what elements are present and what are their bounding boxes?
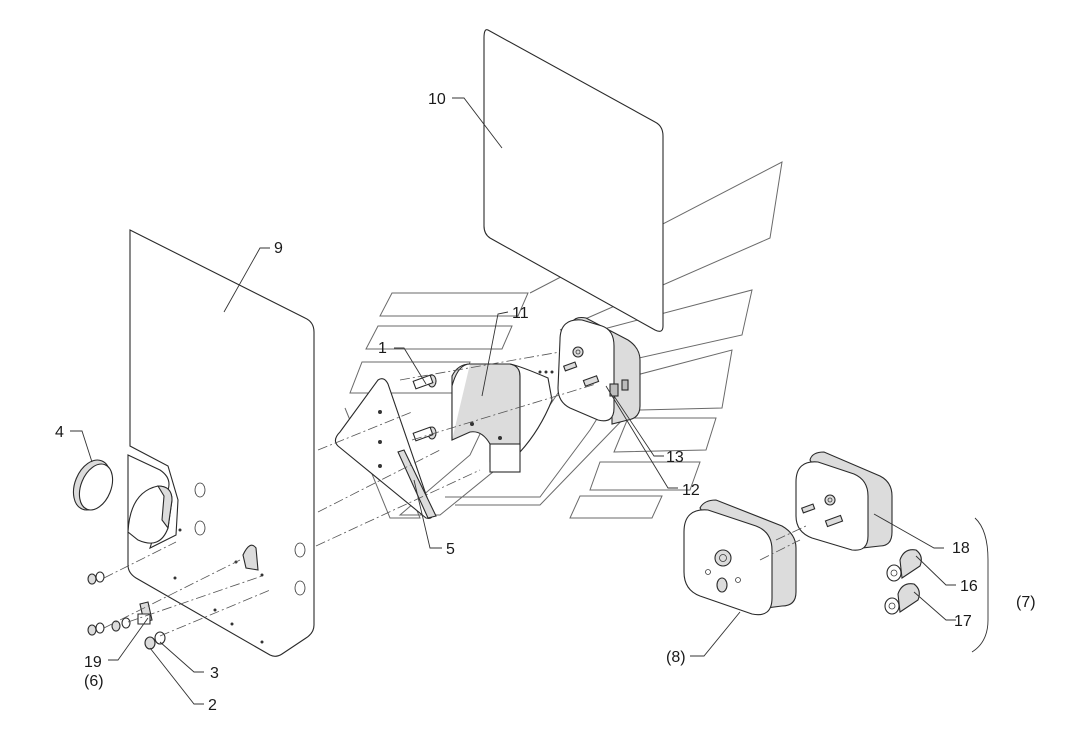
part-9-side-panel [127, 229, 315, 657]
part-11-mounting-bracket [451, 363, 553, 473]
part-1-bolts [412, 374, 437, 442]
callout-10: 10 [428, 91, 446, 108]
part-17-bulb [884, 583, 920, 615]
frame-outline [344, 161, 783, 519]
callout-16: 16 [960, 578, 978, 595]
callout-11: 11 [512, 305, 529, 322]
callout-17: 17 [954, 613, 972, 630]
callout-3: 3 [210, 665, 219, 682]
callout-2: 2 [208, 697, 217, 714]
callout-12: 12 [682, 482, 700, 499]
callout-18: 18 [952, 540, 970, 557]
callout-8: (8) [666, 649, 686, 666]
bolt-upper [412, 374, 437, 390]
callout-6: (6) [84, 673, 104, 690]
callout-labels: 10 9 11 1 4 13 12 5 18 16 (7) 17 (8) 19 … [55, 91, 1036, 714]
part-10-glass-panel [483, 29, 664, 332]
part-18-lamp-body [795, 451, 893, 551]
callout-9: 9 [274, 240, 283, 257]
callout-1: 1 [378, 340, 387, 357]
callout-5: 5 [446, 541, 455, 558]
callout-13: 13 [666, 449, 684, 466]
callout-19: 19 [84, 654, 102, 671]
callout-7: (7) [1016, 594, 1036, 611]
assembly-axis-lines [103, 351, 807, 637]
part-5-bracket-plate [334, 378, 437, 519]
lamp-housing-rear [538, 316, 641, 425]
callout-4: 4 [55, 424, 64, 441]
part-4-lens-cover [72, 459, 173, 544]
part-16-bulb [886, 549, 922, 582]
bolt-lower [412, 426, 437, 442]
part-8-lamp-cover [683, 499, 797, 616]
leader-lines [70, 97, 989, 705]
